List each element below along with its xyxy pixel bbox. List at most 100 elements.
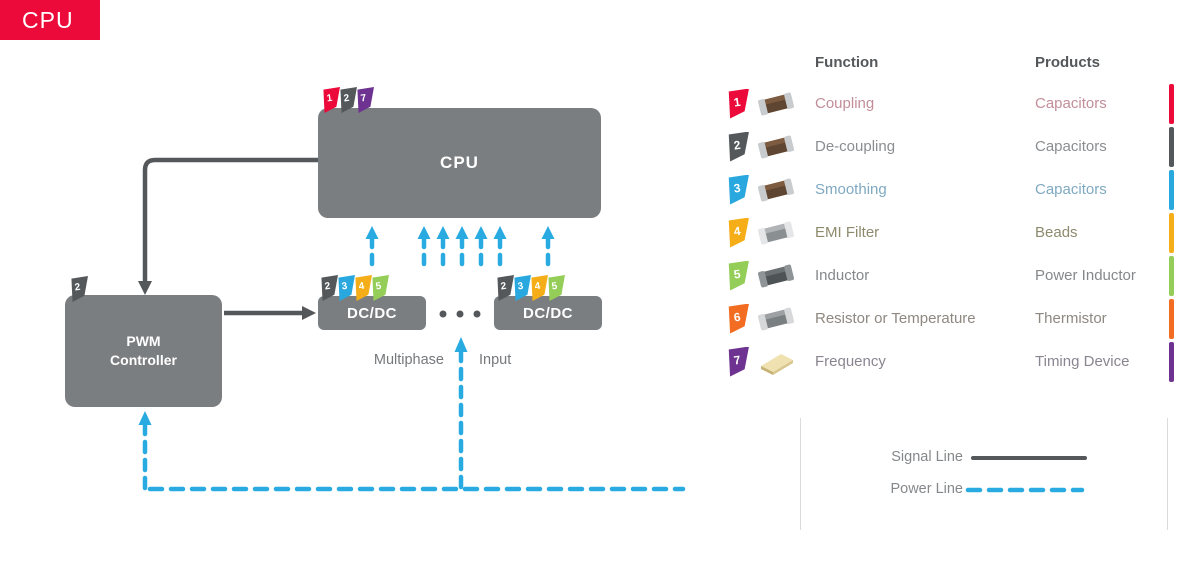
flag-number: 2 — [324, 280, 332, 292]
pwm-controller-block: PWM Controller — [65, 295, 222, 407]
component-chip-image — [757, 307, 795, 330]
legend-row-3: 3 Smoothing Capacitors — [727, 168, 1179, 211]
function-cell: Coupling — [815, 95, 875, 112]
flag-marker-3: 3 — [728, 174, 749, 205]
flag-marker-5: 5 — [728, 260, 749, 291]
multiphase-label: Multiphase — [373, 352, 444, 368]
flag-number: 4 — [358, 280, 366, 292]
ellipsis-dot — [473, 310, 481, 318]
products-cell: Capacitors — [1035, 95, 1107, 112]
power-arrowhead-up-icon — [474, 226, 488, 239]
category-color-bar — [1169, 83, 1174, 124]
flag-number: 4 — [732, 223, 742, 239]
flag-number: 2 — [343, 92, 351, 104]
flag-marker-7: 7 — [357, 87, 374, 113]
flag-marker-5: 5 — [372, 275, 389, 301]
power-arrowhead-up-icon — [455, 226, 469, 239]
flag-marker-6: 6 — [728, 303, 749, 334]
arrowhead-down-icon — [138, 281, 152, 295]
legend-row-5: 5 Inductor Power Inductor — [727, 254, 1179, 297]
category-color-bar — [1169, 255, 1174, 296]
products-cell: Power Inductor — [1035, 267, 1136, 284]
function-cell: Inductor — [815, 267, 870, 284]
power-arrowhead-up-icon — [541, 226, 555, 239]
products-cell: Beads — [1035, 224, 1078, 241]
dcdc-right-block: DC/DC — [494, 296, 602, 330]
flag-number: 1 — [732, 94, 742, 110]
products-cell: Capacitors — [1035, 138, 1107, 155]
component-image — [756, 175, 796, 205]
flag-number: 5 — [375, 280, 383, 292]
flag-number: 4 — [534, 280, 542, 292]
flag-marker-4: 4 — [531, 275, 548, 301]
legend-products-header: Products — [1035, 54, 1101, 71]
ellipsis-dot — [439, 310, 447, 318]
component-image — [756, 347, 796, 377]
page-title-badge: CPU — [0, 0, 100, 40]
ellipsis-dot — [456, 310, 464, 318]
flag-number: 7 — [732, 352, 742, 368]
flag-marker-4: 4 — [355, 275, 372, 301]
legend-row-6: 6 Resistor or Temperature Thermistor — [727, 297, 1179, 340]
products-cell: Capacitors — [1035, 181, 1107, 198]
flag-number: 6 — [732, 309, 742, 325]
flag-number: 3 — [341, 280, 349, 292]
input-label: Input — [479, 352, 512, 368]
flag-marker-5: 5 — [548, 275, 565, 301]
products-cell: Thermistor — [1035, 310, 1107, 327]
component-chip-image — [757, 92, 795, 115]
power-arrowhead-up-icon — [417, 226, 431, 239]
category-color-bar — [1169, 212, 1174, 253]
function-cell: Smoothing — [815, 181, 887, 198]
power-arrowhead-up-icon — [365, 226, 379, 239]
timing-device-image — [761, 353, 793, 375]
component-image — [756, 89, 796, 119]
category-color-bar — [1169, 169, 1174, 210]
category-color-bar — [1169, 298, 1174, 339]
flag-marker-1: 1 — [323, 87, 340, 113]
line-legend-divider-left — [800, 418, 801, 530]
flag-number: 5 — [732, 266, 742, 282]
flag-marker-1: 1 — [728, 88, 749, 119]
arrowhead-right-icon — [302, 306, 316, 320]
flag-marker-7: 7 — [728, 346, 749, 377]
flag-number: 3 — [517, 280, 525, 292]
legend-row-4: 4 EMI Filter Beads — [727, 211, 1179, 254]
component-chip-image — [757, 264, 795, 287]
power-arrowhead-up-icon — [493, 226, 507, 239]
dcdc-left-label: DC/DC — [347, 304, 397, 322]
flag-marker-3: 3 — [338, 275, 355, 301]
function-cell: De-coupling — [815, 138, 896, 155]
flag-marker-2: 2 — [321, 275, 338, 301]
products-cell: Timing Device — [1035, 353, 1130, 370]
power-arrowhead-up-icon — [436, 226, 450, 239]
pwm-flags: 2 — [70, 276, 88, 302]
flag-marker-4: 4 — [728, 217, 749, 248]
component-chip-image — [757, 135, 795, 158]
flag-marker-3: 3 — [514, 275, 531, 301]
cpu-block-label: CPU — [440, 153, 479, 172]
flag-number: 2 — [74, 281, 82, 293]
component-image — [756, 261, 796, 291]
component-image — [756, 304, 796, 334]
flag-number: 2 — [500, 280, 508, 292]
flag-marker-2: 2 — [340, 87, 357, 113]
component-chip-image — [757, 178, 795, 201]
flag-number: 7 — [360, 92, 368, 104]
category-color-bar — [1169, 126, 1174, 167]
dcdc-right-label: DC/DC — [523, 304, 573, 322]
function-cell: EMI Filter — [815, 224, 880, 241]
component-chip-image — [757, 221, 795, 244]
power-arrowhead-up-icon — [454, 337, 468, 352]
function-cell: Resistor or Temperature — [815, 310, 976, 327]
dcdc-left-block: DC/DC — [318, 296, 426, 330]
flag-number: 1 — [326, 92, 334, 104]
